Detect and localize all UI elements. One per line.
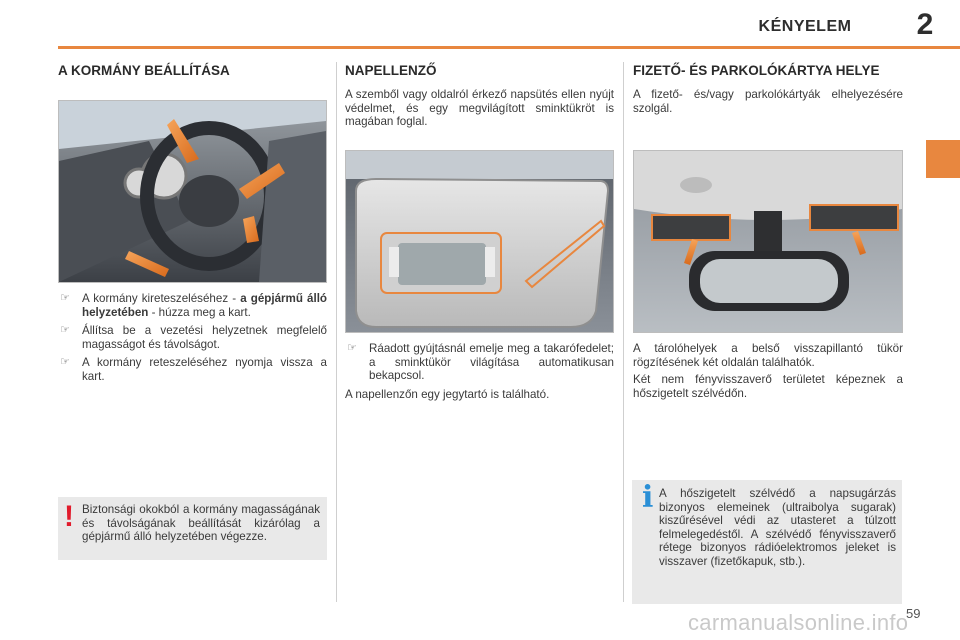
sun-visor-instructions: ☞Ráadott gyújtásnál emelje meg a takaróf… [345,342,614,401]
chapter-number: 2 [916,8,934,41]
list-item: ☞Ráadott gyújtásnál emelje meg a takaróf… [347,342,614,382]
warning-box: ! Biztonsági okokból a kormány magasságá… [58,497,327,560]
card-holder-heading: FIZETŐ- ÉS PARKOLÓKÁRTYA HELYE [633,63,880,78]
card-holder-location: A tárolóhelyek a belső visszapillantó tü… [633,342,903,369]
sun-visor-note: A napellenzőn egy jegytartó is található… [345,387,550,401]
card-holder-details: A tárolóhelyek a belső visszapillantó tü… [633,342,903,400]
warning-icon: ! [64,500,74,533]
column-divider-1 [336,62,337,602]
steering-section: A KORMÁNY BEÁLLÍTÁSA [58,62,327,79]
card-holder-section: FIZETŐ- ÉS PARKOLÓKÁRTYA HELYE A fizető-… [633,62,903,115]
steering-heading: A KORMÁNY BEÁLLÍTÁSA [58,63,230,78]
steering-instructions: ☞A kormány kireteszeléséhez - a gépjármű… [58,292,327,388]
sun-visor-section: NAPELLENZŐ A szemből vagy oldalról érkez… [345,62,614,129]
card-holder-illustration [633,150,903,333]
sun-visor-heading: NAPELLENZŐ [345,63,437,78]
list-item: ☞A kormány reteszeléséhez nyomja vissza … [60,356,327,383]
info-box: i A hőszigetelt szélvédő a napsugárzás b… [632,480,902,604]
sun-visor-illustration [345,150,614,333]
page-number: 59 [906,606,921,621]
card-holder-zones: Két nem fényvisszaverő területet képezne… [633,373,903,400]
chapter-tab [926,140,960,178]
pointing-hand-icon: ☞ [60,292,70,304]
warning-text: Biztonsági okokból a kormány magasságána… [82,503,320,543]
info-text: A hőszigetelt szélvédő a napsugárzás biz… [659,487,896,568]
card-holder-intro: A fizető- és/vagy parkolókártyák elhelye… [633,88,903,115]
list-item: ☞Állítsa be a vezetési helyzetnek megfel… [60,324,327,351]
pointing-hand-icon: ☞ [60,324,70,336]
header-rule [58,46,960,49]
chapter-title: KÉNYELEM [758,18,852,35]
list-item: ☞A kormány kireteszeléséhez - a gépjármű… [60,292,327,319]
steering-illustration [58,100,327,283]
pointing-hand-icon: ☞ [347,342,357,354]
pointing-hand-icon: ☞ [60,356,70,368]
info-icon: i [642,480,654,515]
watermark: carmanualsonline.info [688,610,909,635]
sun-visor-intro: A szemből vagy oldalról érkező napsütés … [345,88,614,128]
column-divider-2 [623,62,624,602]
